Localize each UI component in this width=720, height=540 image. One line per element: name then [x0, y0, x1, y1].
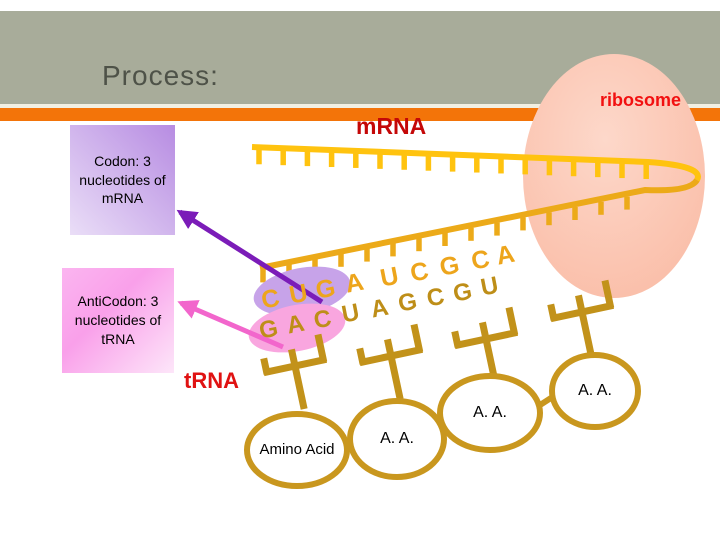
trna-structure [354, 324, 431, 406]
amino-acid-label: A. A. [578, 382, 612, 399]
svg-text:C: C [469, 245, 492, 276]
mrna-label: mRNA [356, 113, 427, 139]
svg-text:C: C [311, 305, 333, 335]
ribosome-label: ribosome [600, 90, 682, 110]
mrna-strand-return [259, 178, 700, 271]
anticodon-callout-box: AntiCodon: 3 nucleotides of tRNA [62, 268, 174, 373]
divider-line [0, 104, 720, 108]
svg-text:C: C [424, 283, 446, 313]
codon-callout-box: Codon: 3 nucleotides of mRNA [70, 125, 175, 235]
anticodon-arrow [177, 300, 284, 350]
svg-text:G: G [451, 278, 474, 308]
svg-text:C: C [259, 284, 282, 315]
svg-text:A: A [368, 294, 390, 324]
amino-acid-label: A. A. [473, 404, 507, 421]
svg-text:U: U [287, 279, 310, 310]
svg-text:A: A [494, 240, 517, 271]
svg-text:G: G [396, 288, 419, 318]
svg-text:G: G [437, 251, 461, 282]
svg-text:U: U [478, 272, 500, 302]
amino-acid-label: A. A. [380, 430, 414, 447]
ribosome-shape [523, 54, 705, 298]
mrna-base-ticks [256, 147, 649, 283]
anticodon-letters: G A C U A G C G U [257, 272, 501, 345]
svg-text:C: C [408, 257, 431, 288]
svg-text:A: A [343, 268, 366, 299]
svg-text:G: G [257, 315, 280, 345]
amino-acid-circles [244, 352, 641, 489]
codon-arrow [176, 209, 324, 305]
trna-structure [545, 280, 622, 362]
svg-text:U: U [378, 262, 401, 293]
amino-acid-label: Amino Acid [259, 440, 335, 458]
svg-text:U: U [339, 299, 361, 329]
page-title: Process: [102, 60, 219, 91]
trna-label: tRNA [184, 368, 239, 393]
svg-text:A: A [284, 310, 306, 340]
